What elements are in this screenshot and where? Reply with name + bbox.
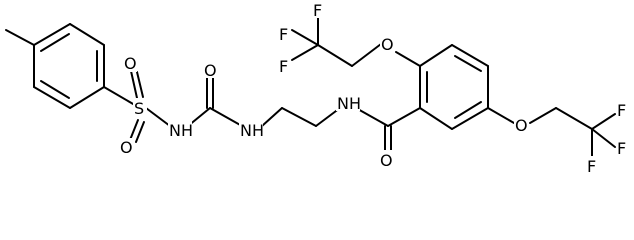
- atom-nh-urea: NH: [240, 121, 264, 140]
- atom-labels: S O O NH O NH NH O O O F F F F F F: [119, 0, 628, 176]
- atom-fluorine-1a: F: [313, 1, 322, 20]
- chemical-structure: S O O NH O NH NH O O O F F F F F F: [5, 0, 628, 176]
- atom-fluorine-2a: F: [617, 101, 626, 120]
- atom-oxygen-sulfonyl-2: O: [120, 138, 133, 157]
- atom-fluorine-2c: F: [587, 157, 596, 176]
- atom-nh-sulfonamide: NH: [169, 121, 193, 140]
- atom-oxygen-ether-1: O: [381, 35, 394, 54]
- atom-oxygen-amide: O: [380, 151, 393, 170]
- atom-nh-amide: NH: [337, 94, 361, 113]
- atom-oxygen-ether-2: O: [515, 116, 528, 135]
- atom-fluorine-2b: F: [617, 139, 626, 158]
- atom-fluorine-1c: F: [279, 57, 288, 76]
- atom-oxygen-sulfonyl-1: O: [124, 54, 137, 73]
- atom-fluorine-1b: F: [279, 25, 288, 44]
- atom-oxygen-urea: O: [204, 61, 217, 80]
- atom-sulfur: S: [134, 99, 144, 118]
- bond-lines: [5, 17, 616, 159]
